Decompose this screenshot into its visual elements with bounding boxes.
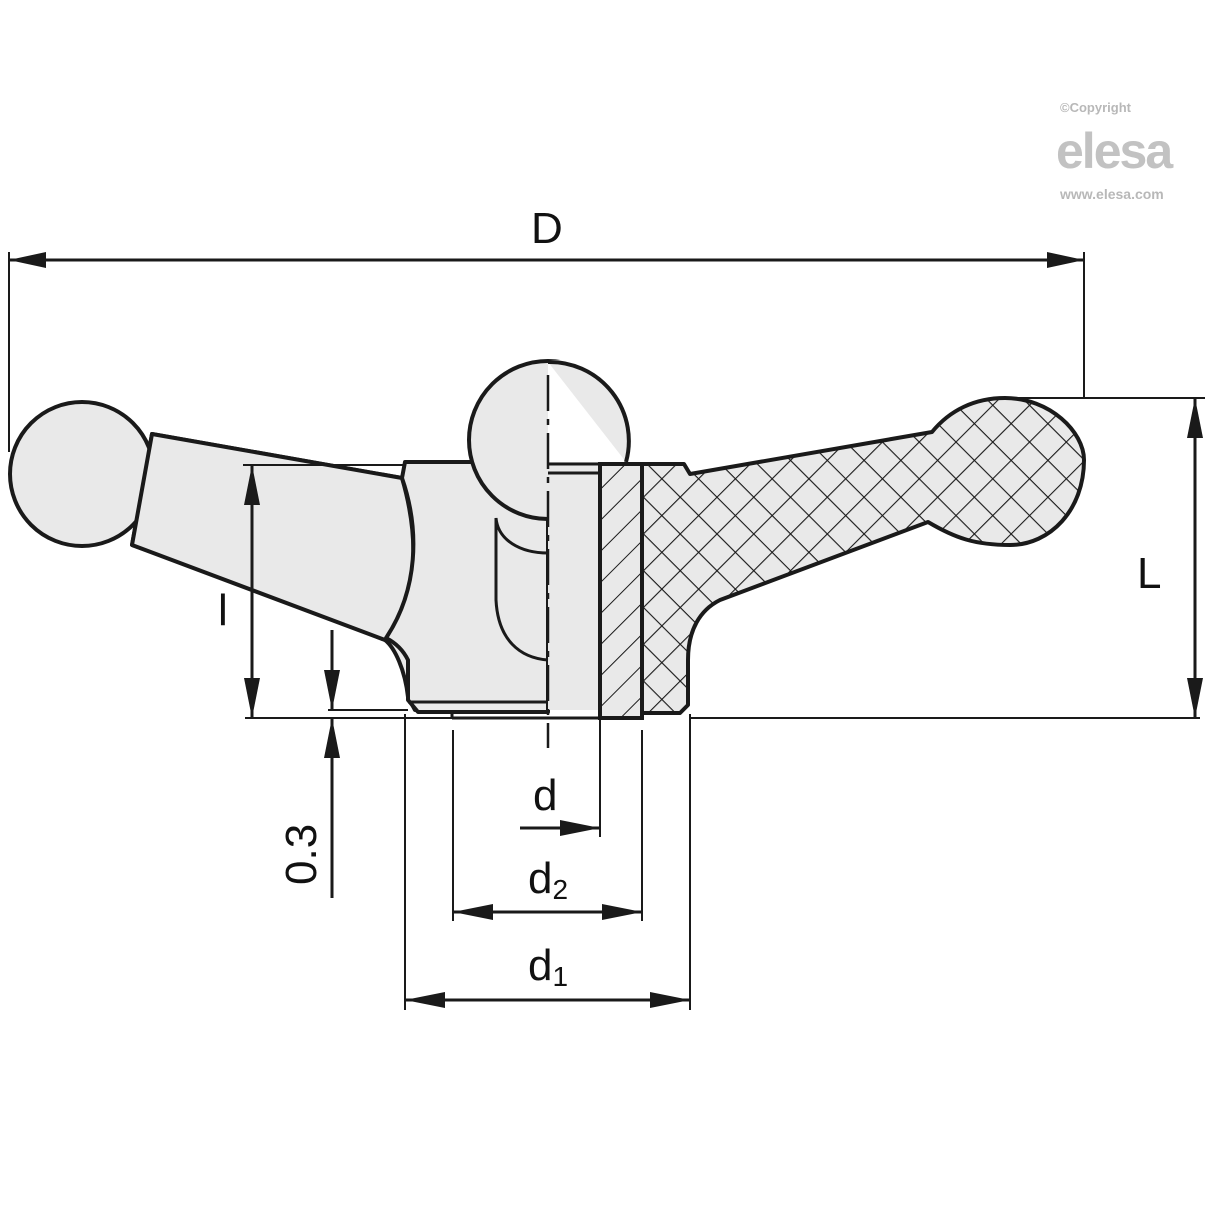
- dimension-d1: d1: [404, 714, 691, 1010]
- dimension-label-D: D: [531, 204, 563, 253]
- dimension-d2: d2: [452, 730, 643, 921]
- dimension-label-d: d: [533, 771, 557, 820]
- dimension-d: d: [520, 720, 601, 837]
- dimension-D: D: [8, 204, 1085, 452]
- hub-body: [384, 359, 638, 720]
- right-wing-arm-section: [640, 396, 1086, 715]
- dimension-label-L: L: [1137, 549, 1161, 598]
- dimension-l: l: [218, 464, 405, 718]
- elesa-watermark: ©Copyright elesa www.elesa.com: [1056, 100, 1176, 202]
- dimension-label-0-3: 0.3: [277, 824, 326, 885]
- copyright-text: ©Copyright: [1060, 100, 1132, 115]
- dimension-label-d1: d1: [528, 941, 568, 992]
- website-url: www.elesa.com: [1059, 186, 1164, 202]
- brand-logo: elesa: [1056, 123, 1174, 179]
- dimension-label-l: l: [218, 586, 228, 635]
- dimension-L: L: [1010, 397, 1205, 718]
- dimension-0-3: 0.3: [277, 630, 340, 898]
- metal-insert-section: [598, 462, 644, 720]
- dimension-label-d2: d2: [528, 854, 568, 905]
